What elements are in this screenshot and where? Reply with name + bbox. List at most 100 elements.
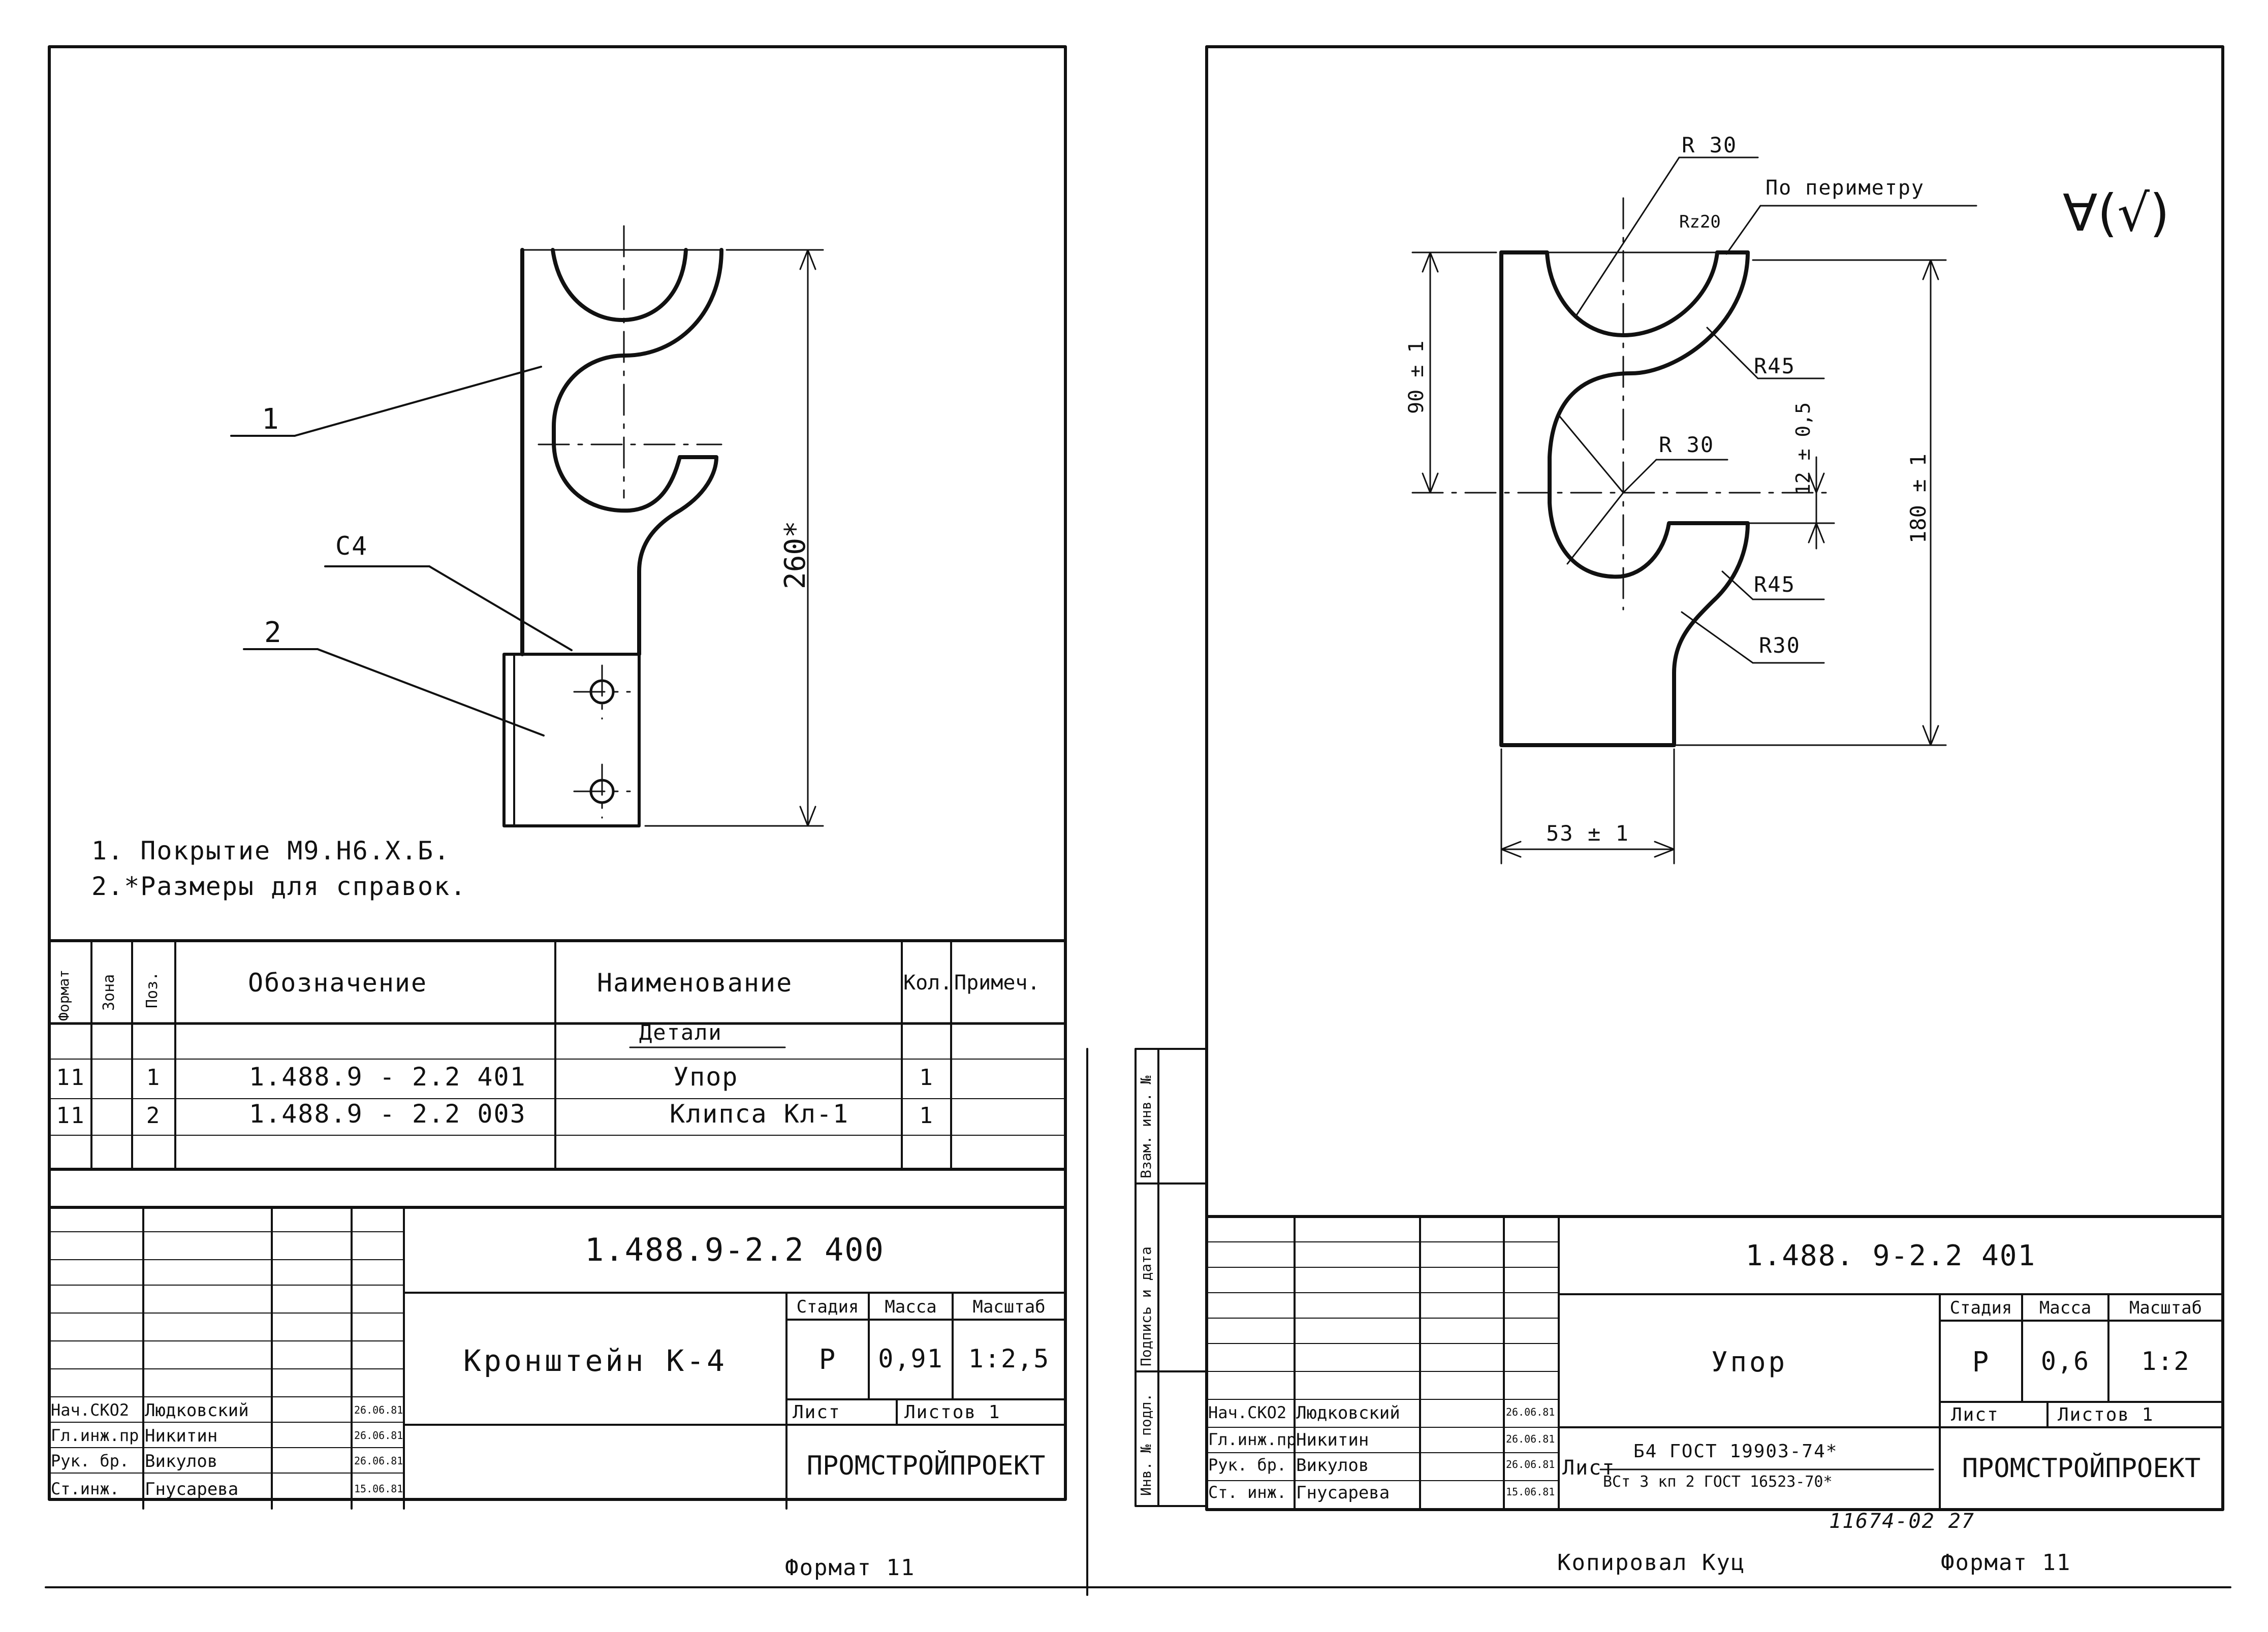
left-person-1-date: 26.06.81 [354,1404,403,1416]
spec-row1-qty: 1 [919,1065,934,1091]
dim-180: 180 ± 1 [1906,453,1931,543]
spec-header-qty: Кол. [903,971,953,995]
spec-row1-designation: 1.488.9 - 2.2 401 [249,1062,526,1092]
right-footer-format: Формат 11 [1941,1550,2071,1576]
dim-r30-mid: R 30 [1659,432,1715,457]
left-spec-grid [48,940,1067,1170]
right-scale-label: Масштаб [2129,1298,2202,1318]
right-person-2-role: Гл.инж.пр [1208,1430,1297,1449]
left-person-1-role: Нач.СКО2 [51,1400,130,1420]
left-org: ПРОМСТРОЙПРОЕКТ [806,1451,1046,1481]
dim-90: 90 ± 1 [1405,340,1428,414]
left-person-3-role: Рук. бр. [51,1451,130,1470]
left-mass-label: Масса [885,1297,937,1317]
upor-dimensions [1411,156,1977,865]
spec-header-pos: Поз. [143,971,161,1008]
right-person-3-name: Викулов [1296,1455,1369,1476]
bracket-k4-leaders [230,249,824,827]
right-mass-label: Масса [2039,1298,2092,1318]
left-person-4-role: Ст.инж. [51,1479,119,1498]
spec-row2-designation: 1.488.9 - 2.2 003 [249,1099,526,1129]
spec-row1-name: Упор [673,1062,739,1092]
spec-header-note: Примеч. [954,971,1040,995]
left-stage-label: Стадия [796,1297,859,1317]
spec-row2-format: 11 [56,1103,85,1129]
left-sheet-frame [48,45,1067,1501]
right-person-4-role: Ст. инж. [1208,1483,1287,1502]
right-mass: 0,6 [2040,1347,2090,1376]
right-person-2-date: 26.06.81 [1506,1433,1555,1445]
dim-r30-bottom: R30 [1759,633,1801,658]
left-doc-code: 1.488.9-2.2 400 [585,1231,885,1268]
note-perimeter: По периметру [1766,176,1925,200]
left-part-name: Кронштейн К-4 [463,1343,727,1378]
callout-pos2: 2 [264,616,282,649]
roughness-general: ∀(√) [2063,183,2170,243]
callout-chamfer: С4 [335,531,368,561]
right-person-1-role: Нач.СКО2 [1208,1403,1287,1422]
left-footer-format: Формат 11 [785,1555,916,1581]
left-sheet-label: Лист [793,1402,841,1423]
left-person-2-role: Гл.инж.пр [51,1426,139,1445]
left-sheets-label: Листов 1 [904,1402,1001,1423]
right-person-3-date: 26.06.81 [1506,1458,1555,1470]
roughness-rz: Rz20 [1679,212,1721,232]
left-scale: 1:2,5 [968,1344,1050,1373]
spec-row2-qty: 1 [919,1103,934,1129]
right-person-4-date: 15.06.81 [1506,1486,1555,1498]
dim-r45-bottom: R45 [1754,572,1796,597]
left-person-2-date: 26.06.81 [354,1429,403,1442]
spec-row1-format: 11 [56,1065,85,1091]
right-person-2-name: Никитин [1296,1430,1369,1450]
dim-r30-top: R 30 [1682,133,1738,157]
right-person-3-role: Рук. бр. [1208,1455,1287,1475]
archive-number: 11674-02 27 [1829,1510,1975,1533]
dim-12: 12 ± 0,5 [1792,402,1814,495]
right-material-bottom: ВСт 3 кп 2 ГОСТ 16523-70* [1603,1473,1833,1491]
upor-part-drawing [1499,250,1750,747]
right-person-1-name: Людковский [1296,1403,1400,1423]
left-person-3-date: 26.06.81 [354,1455,403,1467]
left-person-4-name: Гнусарева [145,1479,239,1499]
right-doc-code: 1.488. 9-2.2 401 [1745,1239,2036,1272]
right-person-4-name: Гнусарева [1296,1483,1390,1503]
left-scale-label: Масштаб [972,1297,1046,1317]
spec-row2-pos: 2 [146,1103,161,1129]
dim-53: 53 ± 1 [1546,821,1629,846]
bracket-k4-drawing [502,248,723,827]
left-person-2-name: Никитин [145,1426,218,1446]
left-title-grid [49,1206,1066,1510]
spec-header-designation: Обозначение [248,968,428,998]
right-material-label: Лист [1562,1456,1616,1480]
bracket-k4-centerlines [538,225,722,819]
left-person-1-name: Людковский [145,1400,249,1421]
right-person-1-date: 26.06.81 [1506,1406,1555,1418]
right-side-stamp [1135,1048,1208,1507]
right-sheet-frame [1205,45,2224,1511]
left-person-4-date: 15.06.81 [354,1483,403,1495]
copied-by: Копировал Куц [1557,1550,1746,1576]
left-stage: Р [818,1343,837,1375]
spec-header-zone: Зона [100,974,118,1011]
spec-header-name: Наименование [597,968,793,998]
spec-section-title: Детали [639,1020,722,1045]
right-org: ПРОМСТРОЙПРОЕКТ [1962,1453,2201,1484]
spec-row1-pos: 1 [146,1065,161,1091]
right-sheet-label: Лист [1951,1404,1999,1425]
left-person-3-name: Викулов [145,1451,218,1471]
right-part-name: Упор [1711,1346,1788,1378]
dim-height-260: 260* [779,521,812,589]
stamp-vzam-inv: Взам. инв. № [1138,1075,1154,1178]
right-sheets-label: Листов 1 [2058,1404,2154,1425]
right-title-grid [1206,1215,2224,1511]
note-2: 2.*Размеры для справок. [91,872,467,901]
spec-header-format: Формат [55,969,72,1021]
callout-pos1: 1 [262,403,280,436]
right-stage-label: Стадия [1949,1298,2012,1318]
dim-r45-top: R45 [1754,354,1796,378]
right-stage: Р [1972,1346,1990,1378]
stamp-signature-date: Подпись и дата [1138,1246,1154,1366]
right-material-top: Б4 ГОСТ 19903-74* [1633,1441,1838,1462]
left-mass: 0,91 [878,1344,943,1373]
